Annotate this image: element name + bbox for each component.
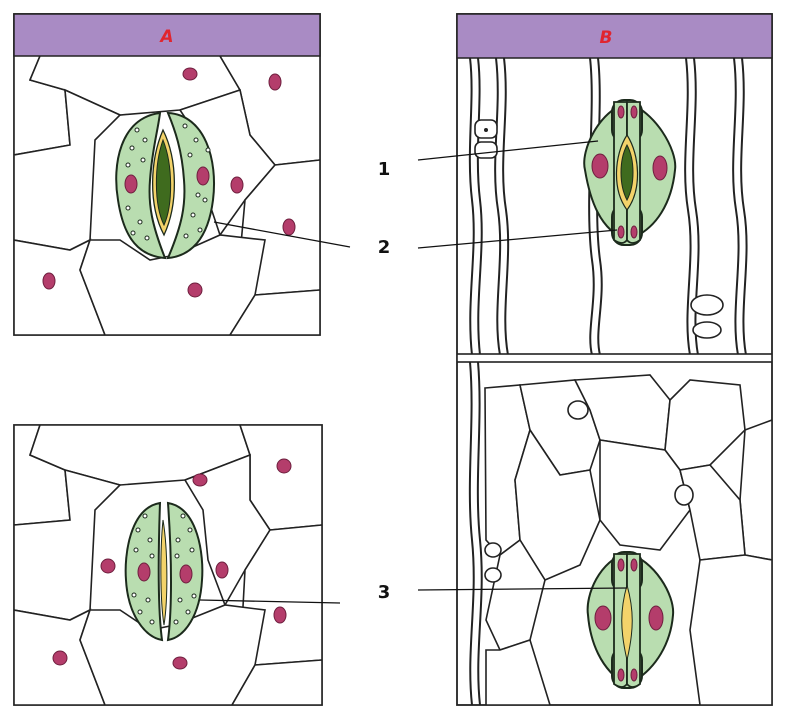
label-3: 3 <box>378 582 391 603</box>
epidermis-cells-a2 <box>14 425 322 705</box>
panel-a-open-stoma: A <box>13 13 321 336</box>
panel-b-header <box>456 13 773 59</box>
panel-a-header-label: A <box>158 27 173 47</box>
stoma-closed-b <box>586 551 675 689</box>
epidermis-cells-a <box>14 56 320 335</box>
stoma-open-b <box>583 99 677 246</box>
stoma-open-a <box>115 111 215 260</box>
label-2: 2 <box>378 237 391 258</box>
label-1: 1 <box>378 159 391 180</box>
panel-a-closed-stoma <box>13 424 323 706</box>
panel-b-grass-stomata: B <box>456 13 773 706</box>
leader-lines <box>199 140 628 604</box>
stoma-closed-a <box>124 501 204 642</box>
panel-b-header-label: B <box>600 28 613 48</box>
elongated-cells-b <box>457 58 772 705</box>
panel-a-header <box>13 13 321 57</box>
